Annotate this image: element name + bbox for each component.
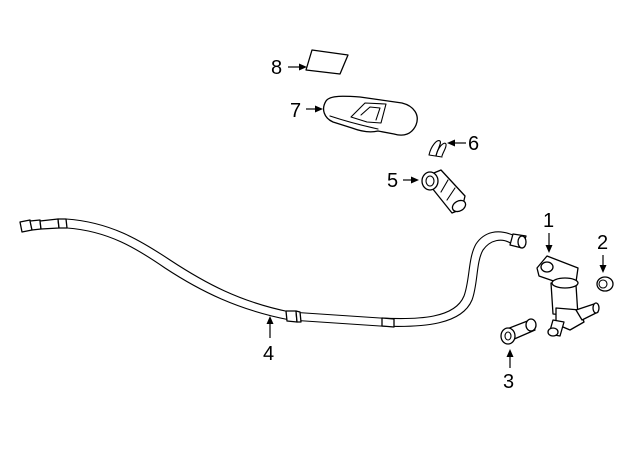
- arrow-icon: [447, 139, 455, 147]
- arrow-icon: [299, 63, 307, 71]
- arrow-icon: [545, 245, 553, 253]
- callout-3: 3: [503, 349, 514, 393]
- callout-2-number: 2: [597, 232, 608, 254]
- part-3-connector: [500, 318, 537, 345]
- callout-3-number: 3: [503, 371, 514, 393]
- arrow-icon: [599, 265, 607, 273]
- callout-6: 6: [447, 133, 479, 155]
- callout-2: 2: [597, 232, 608, 273]
- callout-4: 4: [263, 316, 274, 365]
- part-7-cover: [322, 95, 418, 136]
- part-5-nozzle: [421, 169, 467, 214]
- part-4-hose: [19, 218, 527, 328]
- callout-8: 8: [271, 57, 307, 79]
- callout-5: 5: [387, 170, 419, 192]
- part-8-label: [305, 49, 349, 75]
- callout-4-number: 4: [263, 343, 274, 365]
- callout-1: 1: [543, 210, 554, 253]
- arrow-icon: [411, 176, 419, 184]
- callout-7: 7: [290, 100, 323, 122]
- callout-1-number: 1: [543, 210, 554, 232]
- part-1-pump: [536, 255, 600, 337]
- callout-6-number: 6: [468, 133, 479, 155]
- callout-8-number: 8: [271, 57, 282, 79]
- callout-5-number: 5: [387, 170, 398, 192]
- arrow-icon: [506, 349, 514, 357]
- callout-7-number: 7: [290, 100, 301, 122]
- arrow-icon: [266, 316, 274, 324]
- arrow-icon: [315, 105, 323, 113]
- part-2-grommet: [596, 276, 614, 292]
- part-6-clip: [428, 140, 447, 158]
